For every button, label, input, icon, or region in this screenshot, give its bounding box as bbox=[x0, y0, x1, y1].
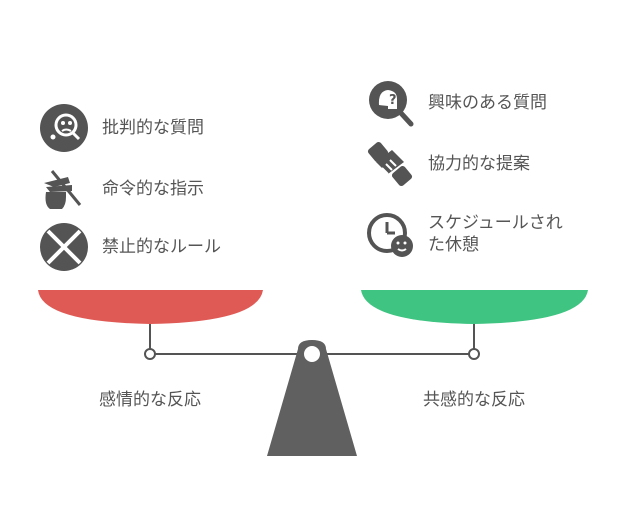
left-item-label: 命令的な指示 bbox=[102, 179, 204, 199]
right-item-scheduled-break: スケジュールされた休憩 bbox=[366, 210, 578, 258]
critical-face-icon bbox=[40, 104, 88, 152]
right-item-label: 協力的な提案 bbox=[428, 154, 530, 174]
left-item-prohibition-rule: 禁止的なルール bbox=[40, 223, 221, 271]
fulcrum-pivot bbox=[302, 344, 322, 364]
curious-question-icon: ? bbox=[369, 81, 414, 127]
handshake-icon bbox=[367, 141, 413, 187]
svg-text:?: ? bbox=[389, 93, 397, 108]
right-item-label: 興味のある質問 bbox=[428, 93, 547, 113]
clock-break-icon bbox=[367, 213, 413, 257]
right-item-label: スケジュールされた休憩 bbox=[428, 213, 563, 255]
fulcrum bbox=[267, 340, 357, 456]
left-side-label: 感情的な反応 bbox=[99, 390, 201, 410]
left-item-label: 禁止的なルール bbox=[102, 237, 221, 257]
right-side-label: 共感的な反応 bbox=[423, 390, 525, 410]
left-item-critical-question: 批判的な質問 bbox=[40, 104, 204, 152]
pointing-hand-icon bbox=[44, 170, 82, 209]
left-item-label: 批判的な質問 bbox=[102, 118, 204, 138]
left-joint bbox=[144, 348, 156, 360]
right-pan bbox=[361, 290, 588, 324]
prohibited-x-icon bbox=[40, 223, 88, 271]
right-joint bbox=[468, 348, 480, 360]
left-item-command-instruction: 命令的な指示 bbox=[40, 165, 204, 213]
left-pan bbox=[38, 290, 263, 324]
right-item-cooperative-suggestion: 協力的な提案 bbox=[366, 140, 530, 188]
right-item-curious-question: ? 興味のある質問 bbox=[366, 79, 547, 127]
